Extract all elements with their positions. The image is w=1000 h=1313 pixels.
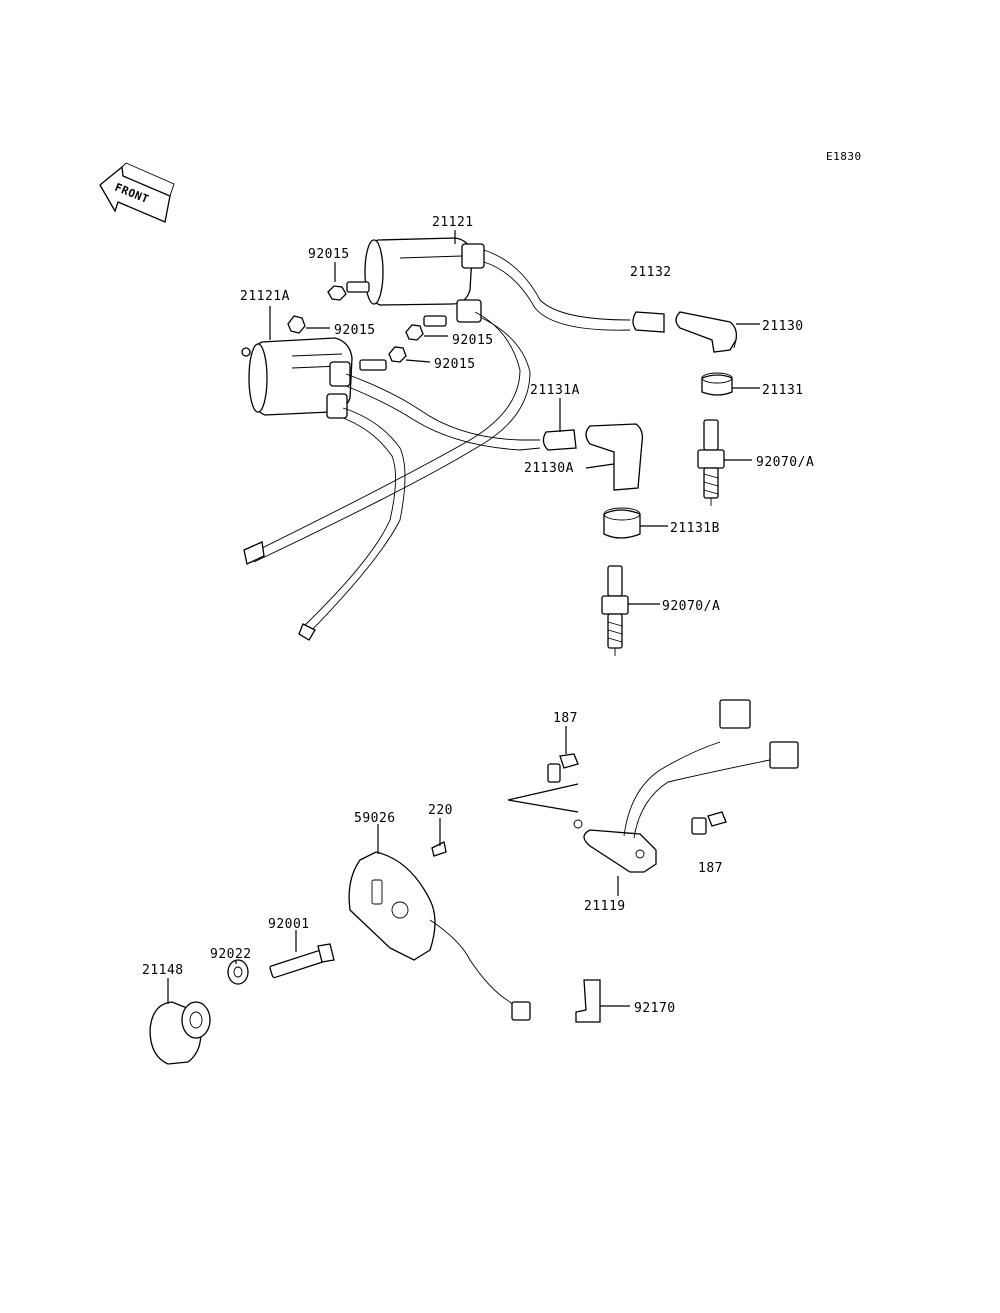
callout-220: 220: [428, 803, 453, 818]
callout-92015-left: 92015: [334, 323, 376, 338]
nut-92015-top: [327, 281, 370, 301]
callout-59026: 59026: [354, 811, 396, 826]
plug-cap-21130A: [585, 423, 644, 491]
bolt-187-top: [547, 753, 579, 783]
ignition-coil-21121A: [241, 337, 353, 419]
callout-92070A-low: 92070/A: [662, 599, 720, 614]
bolt-92001: [269, 943, 335, 979]
callout-21131: 21131: [762, 383, 804, 398]
plug-cap-21130: [675, 311, 738, 353]
callout-21148: 21148: [142, 963, 184, 978]
boot-21131A: [542, 429, 577, 451]
lead-boot-21132: [632, 311, 665, 333]
ignition-coil-21121: [364, 237, 485, 323]
callout-21121A: 21121A: [240, 289, 290, 304]
callout-21130: 21130: [762, 319, 804, 334]
callout-92015-low: 92015: [434, 357, 476, 372]
callout-92015-top: 92015: [308, 247, 350, 262]
seal-21131B: [603, 507, 641, 539]
callout-21131A: 21131A: [530, 383, 580, 398]
callout-21130A: 21130A: [524, 461, 574, 476]
igniter-21119: [573, 699, 799, 873]
bolt-187-right: [691, 811, 727, 835]
callout-92022: 92022: [210, 947, 252, 962]
spark-plug-92070A-low: [601, 565, 629, 656]
callout-21121: 21121: [432, 215, 474, 230]
nut-92015-mid: [405, 315, 447, 341]
seal-21131: [701, 372, 733, 396]
timing-rotor-21148: [149, 1001, 211, 1065]
callout-92170: 92170: [634, 1001, 676, 1016]
callout-187-right: 187: [698, 861, 723, 876]
pickup-coil-plate-59026: [348, 851, 531, 1021]
nut-92015-left: [287, 315, 306, 334]
callout-187-top: 187: [553, 711, 578, 726]
front-arrow-icon: FRONT: [99, 162, 175, 223]
bracket-92170: [575, 979, 601, 1023]
leader-lines: [167, 230, 760, 1007]
diagram-code: E1830: [826, 150, 862, 163]
spark-plug-92070A-top: [697, 419, 725, 506]
washer-92022: [227, 959, 249, 985]
callout-92015-mid: 92015: [452, 333, 494, 348]
callout-21119: 21119: [584, 899, 626, 914]
callout-92070A-top: 92070/A: [756, 455, 814, 470]
high-tension-leads: [243, 249, 631, 641]
nut-92015-low: [359, 346, 407, 371]
callout-21132: 21132: [630, 265, 672, 280]
callout-21131B: 21131B: [670, 521, 720, 536]
screw-220: [431, 841, 447, 857]
callout-92001: 92001: [268, 917, 310, 932]
